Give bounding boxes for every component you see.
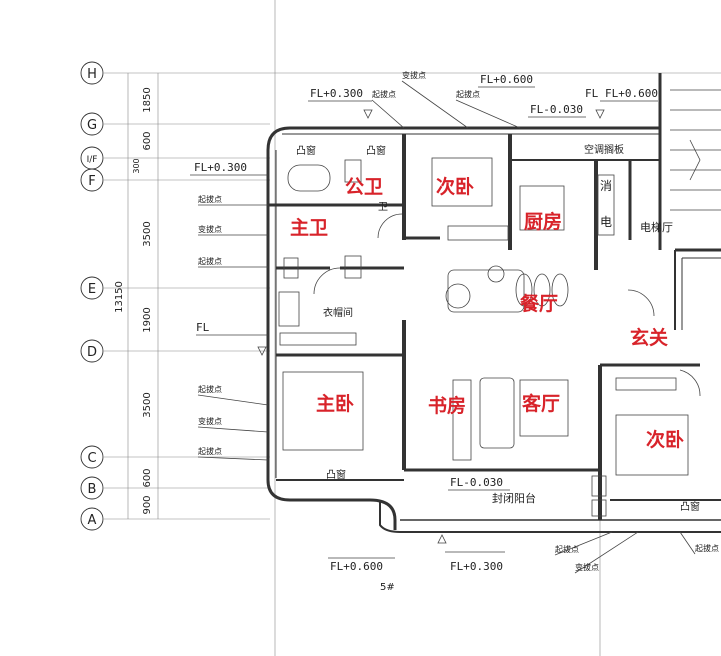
label-tuchuang-4: 凸窗 [680,500,700,513]
label-fengbi: 封闭阳台 [492,491,536,505]
label-tuchuang-2: 凸窗 [366,144,386,157]
level-fl-p600-top: FL+0.600 [480,73,533,86]
level-fl-m030-top: FL-0.030 [530,103,583,116]
axis-f: F [80,168,104,192]
room-label-chufang: 厨房 [524,210,562,233]
grid-lines [104,0,721,656]
axis-g: G [80,112,104,136]
axis-c: C [80,445,104,469]
level-fl-left: FL [196,321,210,334]
label-xiao: 消 [600,179,612,193]
label-dian: 电 [600,215,612,229]
svg-text:G: G [87,118,97,133]
label-tuchuang-1: 凸窗 [296,144,316,157]
level-fl-p600-bottom: FL+0.600 [330,560,383,573]
small-labels: 凸窗 凸窗 凸窗 凸窗 空调搁板 消 电 电梯厅 衣帽间 卫 封闭阳台 5# [296,143,700,593]
note-bianpo-bottom: 变拔点 [575,562,599,572]
svg-text:E: E [88,282,96,297]
axis-e: E [80,276,104,300]
label-wei: 卫 [378,202,388,213]
dim-13150: 13150 [114,281,125,313]
svg-text:I/F: I/F [87,155,98,165]
label-kongtiao: 空调搁板 [584,143,624,156]
level-fl-p300-top: FL+0.300 [310,87,363,100]
walls [266,73,721,533]
slope-notes: 起拔点 变拔点 起拔点 起拔点 变拔点 起拔点 变拔点 起拔点 起拔点 起拔点 … [197,70,719,574]
note-qipo-bottom2: 起拔点 [695,543,719,553]
dim-600b: 600 [142,468,153,487]
note-bianpo-1: 变拔点 [198,224,222,234]
dim-300: 300 [132,158,141,173]
dim-1850: 1850 [142,87,153,112]
room-label-ciwo-top: 次卧 [436,175,474,198]
label-dianti: 电梯厅 [640,221,673,234]
level-fl-m030-bottom: FL-0.030 [450,476,503,489]
svg-text:F: F [88,174,95,189]
note-qipo-bottom: 起拔点 [555,544,579,554]
room-label-shufang: 书房 [428,394,466,417]
axis-i-f: I/F [80,146,104,170]
room-label-zhuwo: 主卧 [316,393,354,415]
room-label-canting: 餐厅 [520,292,558,315]
dimensions: 1850 600 300 3500 13150 1900 3500 900 60… [114,87,153,514]
stairs [670,89,721,211]
level-markers: FL+0.300 FL+0.600 FL-0.030 FL FL+0.600 F… [190,73,658,573]
note-bianpo-2: 变拔点 [198,416,222,426]
note-bianpo-top: 变拔点 [402,70,426,80]
room-label-gongwei: 公卫 [345,176,383,198]
room-label-xuanguan: 玄关 [630,326,668,349]
svg-text:C: C [87,451,96,466]
svg-text:H: H [87,67,97,82]
svg-text:B: B [88,482,97,497]
label-tuchuang-3: 凸窗 [326,468,346,481]
level-fl-p300-bottom: FL+0.300 [450,560,503,573]
note-qipo-top: 起拔点 [372,89,396,99]
axis-h: H [80,61,104,85]
axis-d: D [80,339,104,363]
note-qipo-top2: 起拔点 [456,89,480,99]
room-label-keting: 客厅 [522,392,560,415]
dim-900: 900 [142,495,153,514]
dim-3500b: 3500 [142,392,153,417]
level-fl-p600-top2: FL+0.600 [605,87,658,100]
room-label-zhuwei: 主卫 [290,217,328,239]
svg-text:D: D [87,345,97,360]
room-labels: 公卫 次卧 厨房 主卫 餐厅 玄关 主卧 书房 客厅 次卧 [290,175,684,451]
note-qipo-3: 起拔点 [198,384,222,394]
dim-1900: 1900 [142,307,153,332]
note-qipo-4: 起拔点 [198,446,222,456]
note-qipo-2: 起拔点 [198,256,222,266]
room-label-ciwo-right: 次卧 [646,428,684,451]
axis-bubbles: H G I/F F E D C B [80,61,104,531]
dim-3500a: 3500 [142,221,153,246]
dim-600a: 600 [142,131,153,150]
svg-text:A: A [88,513,97,528]
axis-b: B [80,476,104,500]
label-page-num: 5# [380,582,395,593]
level-fl-p300-left: FL+0.300 [194,161,247,174]
level-fl-short-top: FL [585,87,599,100]
axis-a: A [80,507,104,531]
label-yimaojian: 衣帽间 [323,306,353,319]
note-qipo-1: 起拔点 [198,194,222,204]
furniture [278,157,701,517]
